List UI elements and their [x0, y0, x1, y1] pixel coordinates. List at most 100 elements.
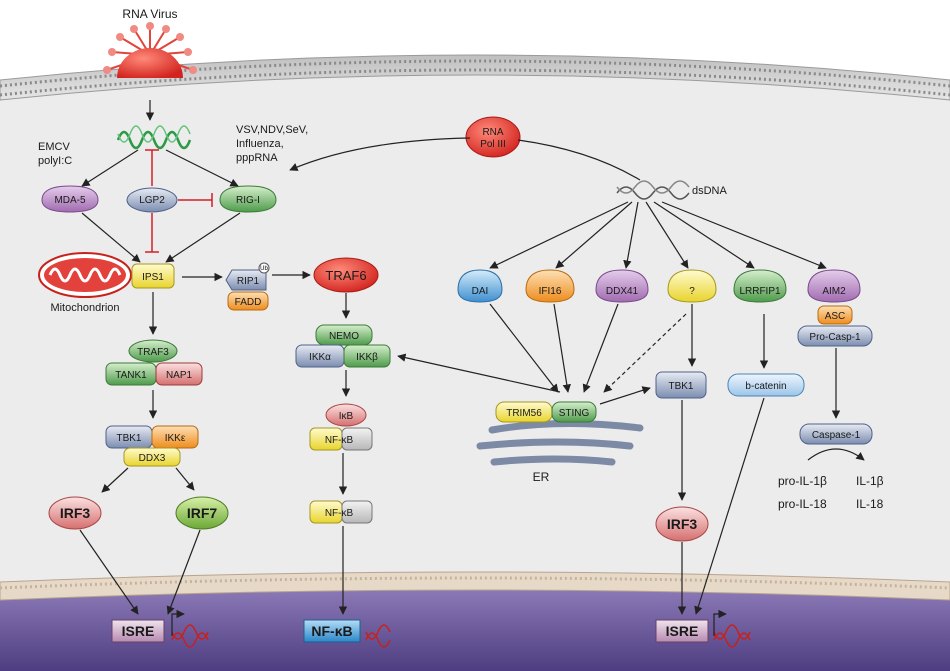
- ubiquitin-icon: [258, 262, 270, 274]
- traf3-node: [128, 339, 178, 363]
- ddx41-label: DDX41: [606, 286, 639, 297]
- isre-right-label: ISRE: [666, 623, 699, 639]
- traf6-node: [313, 257, 379, 293]
- dsdna-icon: [616, 180, 690, 200]
- traf3-label: TRAF3: [137, 347, 169, 358]
- traf6-label: TRAF6: [325, 268, 366, 283]
- tbk1-right-label: TBK1: [668, 381, 693, 392]
- irf7-label: IRF7: [187, 505, 218, 521]
- viral-rna-icon: [116, 130, 192, 150]
- vsv-label: VSV,NDV,SeV,: [236, 124, 308, 136]
- pro-il18-label: pro-IL-18: [778, 497, 827, 511]
- il1b-label: IL-1β: [856, 474, 884, 488]
- isre-right-gene: [655, 609, 751, 648]
- dsdna-label: dsDNA: [692, 185, 728, 197]
- nfkb-2-right-node: [341, 500, 373, 524]
- fadd-node: [227, 291, 269, 311]
- ddx3-node: [123, 447, 181, 467]
- dai-label: DAI: [472, 286, 489, 297]
- lrrfip1-node: [733, 269, 787, 303]
- caspase1-node: [799, 423, 873, 445]
- ppprna-label: pppRNA: [236, 152, 278, 164]
- aim2-node: [807, 269, 861, 303]
- ifi16-label: IFI16: [539, 286, 562, 297]
- nucleus: [0, 588, 950, 671]
- inhibition-lines: [145, 149, 213, 253]
- unknown-sensor-label: ?: [689, 286, 695, 297]
- ikb-label: IκB: [339, 411, 354, 422]
- tbk1-right-node: [655, 371, 707, 399]
- mda5-label: MDA-5: [54, 195, 86, 206]
- rna-virus-icon: [103, 22, 197, 78]
- membrane-lipids-inner: [0, 68, 950, 97]
- rig-i-node: [219, 185, 277, 213]
- asc-node: [817, 305, 853, 325]
- ifi16-node: [525, 269, 575, 303]
- irf7-node: [175, 496, 229, 530]
- isre-left-gene: [111, 609, 209, 648]
- viral-rna-strand-icon: [117, 125, 191, 143]
- rna-pol-iii-label-2: Pol III: [480, 139, 506, 150]
- rip1-label: RIP1: [237, 276, 260, 287]
- tbk1-left-label: TBK1: [116, 433, 141, 444]
- nfkb-gene: [303, 619, 391, 648]
- mitochondrion-icon: [38, 252, 132, 298]
- nemo-node: [315, 324, 373, 346]
- cytoplasm: [0, 70, 950, 671]
- b-catenin-node: [727, 373, 805, 397]
- ikkb-label: IKKβ: [356, 352, 378, 363]
- er-label: ER: [533, 470, 550, 484]
- pro-casp1-label: Pro-Casp-1: [809, 332, 861, 343]
- membrane-lipids-outer: [0, 59, 950, 88]
- influenza-label: Influenza,: [236, 138, 284, 150]
- nfkb-1-right-node: [341, 427, 373, 451]
- mda5-node: [41, 185, 99, 213]
- fadd-label: FADD: [235, 297, 262, 308]
- emcv-label: EMCV: [38, 141, 70, 153]
- trim56-label: TRIM56: [506, 408, 542, 419]
- sting-label: STING: [559, 408, 590, 419]
- lgp2-label: LGP2: [139, 195, 165, 206]
- pathway-arrows: [79, 100, 841, 615]
- rig-i-label: RIG-I: [236, 195, 260, 206]
- irf3-right-label: IRF3: [667, 516, 698, 532]
- rna-pol-iii-node: [465, 116, 521, 158]
- b-catenin-label: b-catenin: [745, 381, 786, 392]
- unknown-sensor-node: [667, 269, 717, 303]
- ikka-label: IKKα: [309, 352, 331, 363]
- ips1-node: [131, 263, 175, 289]
- irf3-left-node: [48, 496, 102, 530]
- irf3-left-label: IRF3: [60, 505, 91, 521]
- pro-casp1-node: [797, 325, 873, 347]
- il18-label: IL-18: [856, 497, 884, 511]
- dai-node: [457, 269, 503, 303]
- ikb-node: [325, 403, 367, 427]
- aim2-label: AIM2: [822, 286, 846, 297]
- ips1-label: IPS1: [142, 272, 164, 283]
- ddx41-node: [595, 269, 649, 303]
- ddx3-label: DDX3: [139, 453, 166, 464]
- rna-pol-iii-label-1: RNA: [482, 127, 503, 138]
- ubiquitin-label: Ub: [260, 266, 268, 272]
- isre-left-label: ISRE: [122, 623, 155, 639]
- rip1-node: [225, 269, 267, 291]
- nfkb-1-label: NF-κB: [325, 435, 354, 446]
- er-icon: [476, 419, 644, 466]
- rna-virus-label: RNA Virus: [122, 7, 177, 21]
- asc-label: ASC: [825, 311, 846, 322]
- nuclear-membrane-lipids: [0, 576, 950, 590]
- nuclear-membrane: [0, 571, 950, 601]
- ikkb-node: [343, 344, 391, 368]
- sting-node: [551, 401, 597, 423]
- caspase1-label: Caspase-1: [812, 430, 861, 441]
- nemo-label: NEMO: [329, 331, 359, 342]
- caspase1-cleavage-arrow: [807, 448, 865, 461]
- tank1-label: TANK1: [115, 370, 147, 381]
- plasma-membrane: [0, 54, 950, 101]
- lgp2-node: [126, 187, 178, 213]
- polyic-label: polyI:C: [38, 155, 72, 167]
- pro-il1b-label: pro-IL-1β: [778, 474, 827, 488]
- nfkb-2-label: NF-κB: [325, 508, 354, 519]
- ikke-label: IKKε: [165, 433, 186, 444]
